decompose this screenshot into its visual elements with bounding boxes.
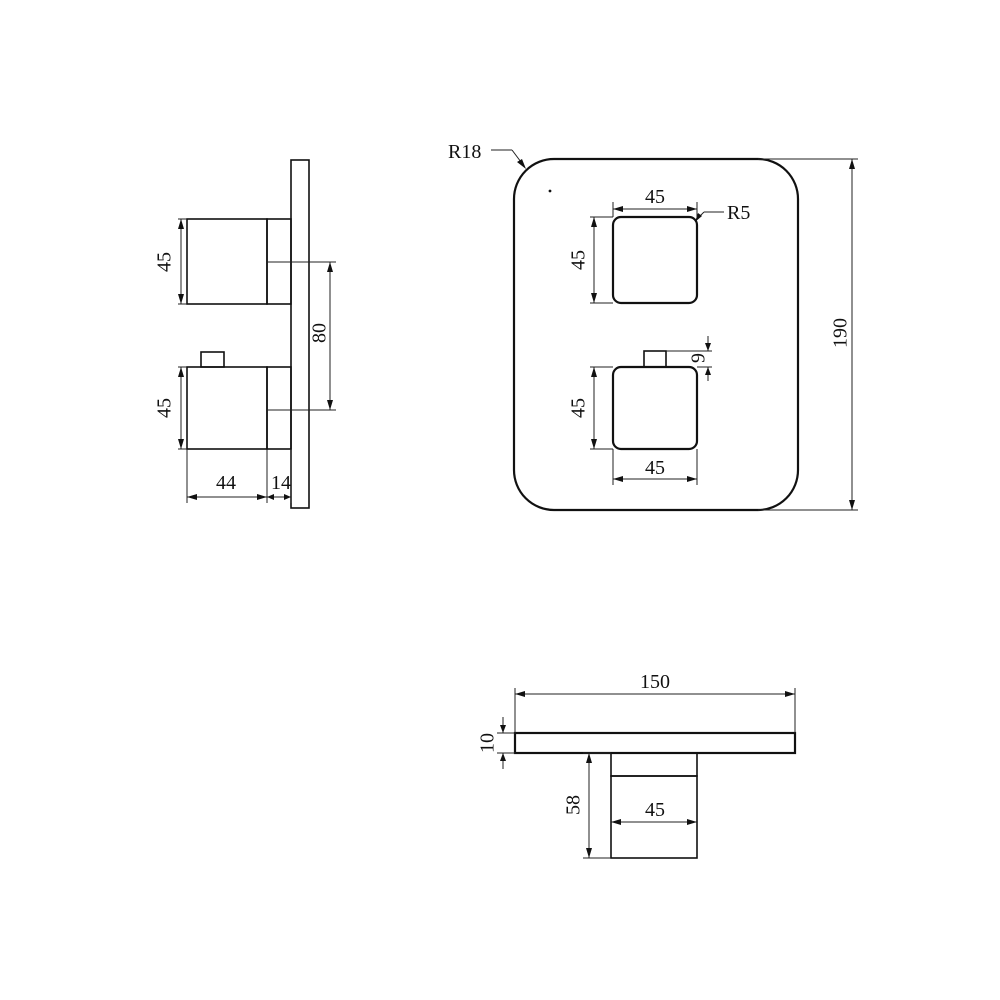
top-plate-width-dimension: 150 xyxy=(514,671,796,733)
front-stem-label: 9 xyxy=(688,353,710,363)
side-lower-height-label: 45 xyxy=(154,398,176,418)
side-offset-label: 14 xyxy=(271,472,291,494)
side-depth-dimension: 44 xyxy=(186,449,268,503)
front-plate xyxy=(512,157,800,512)
front-lower-knob-stem xyxy=(643,350,667,368)
knob-radius-callout: R5 xyxy=(695,202,750,224)
front-upper-knob xyxy=(611,215,699,305)
top-view: 150 10 58 45 xyxy=(477,671,797,859)
front-upper-width-dimension: 45 xyxy=(612,186,698,217)
top-plate-width-label: 150 xyxy=(640,671,670,693)
front-plate-mark xyxy=(548,189,552,193)
front-lower-height-label: 45 xyxy=(568,398,590,418)
side-depth-label: 44 xyxy=(216,472,236,494)
front-lower-width-label: 45 xyxy=(645,457,665,479)
front-upper-width-label: 45 xyxy=(645,186,665,208)
side-offset-dimension: 14 xyxy=(267,449,292,503)
side-upper-height-label: 45 xyxy=(154,252,176,272)
front-plate-height-dimension: 190 xyxy=(758,158,858,511)
side-spacing-dimension: 80 xyxy=(267,261,336,411)
top-projection-label: 58 xyxy=(563,795,585,815)
plate-radius-label: R18 xyxy=(448,141,481,163)
front-lower-height-dimension: 45 xyxy=(568,366,613,450)
side-spacing-label: 80 xyxy=(309,323,331,343)
side-view: 45 45 80 44 xyxy=(154,159,336,509)
side-plate xyxy=(290,159,310,509)
side-upper-height-dimension: 45 xyxy=(154,218,187,305)
front-upper-height-label: 45 xyxy=(568,250,590,270)
front-upper-height-dimension: 45 xyxy=(568,216,613,304)
top-knob-width-dimension: 45 xyxy=(611,799,697,825)
front-view: R18 R5 45 4 xyxy=(448,141,858,512)
top-plate-thickness-label: 10 xyxy=(477,733,499,753)
top-knob xyxy=(610,752,698,859)
top-projection-dimension: 58 xyxy=(563,752,611,859)
side-lower-knob xyxy=(186,351,292,450)
front-lower-width-dimension: 45 xyxy=(612,449,698,485)
top-knob-width-label: 45 xyxy=(645,799,665,821)
side-lower-height-dimension: 45 xyxy=(154,366,187,450)
plate-radius-callout: R18 xyxy=(448,141,526,169)
front-lower-knob xyxy=(611,365,699,451)
front-stem-dimension: 9 xyxy=(666,336,712,381)
front-plate-height-label: 190 xyxy=(830,318,852,348)
knob-radius-label: R5 xyxy=(727,202,750,224)
top-plate-thickness-dimension: 10 xyxy=(477,717,515,769)
top-plate xyxy=(513,731,797,755)
